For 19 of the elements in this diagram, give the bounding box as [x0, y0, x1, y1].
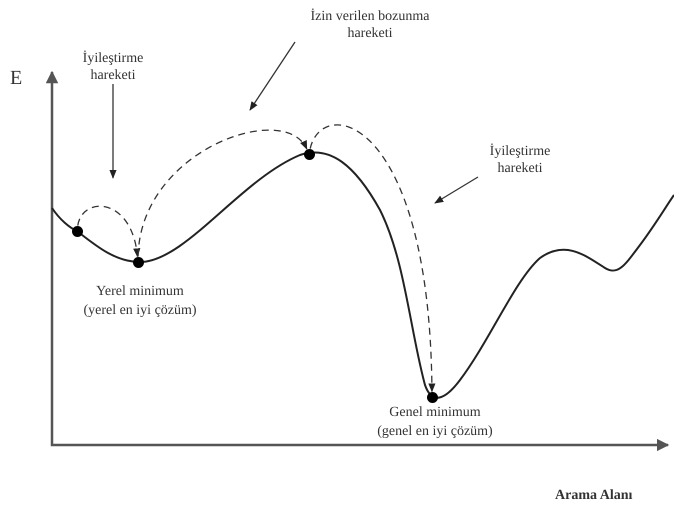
point-marker [72, 226, 82, 236]
annotation-text: İyileştirme hareketi [70, 50, 156, 84]
dashed-arrow [77, 206, 140, 258]
point-marker [426, 392, 438, 402]
axis-label: E [10, 67, 22, 90]
arrow [249, 42, 296, 111]
annotation-text: İzin verilen bozunma hareketi [295, 8, 445, 42]
point-description: (genel en iyi çözüm) [376, 423, 494, 441]
point-marker [132, 256, 144, 268]
point-description: (yerel en iyi çözüm) [82, 302, 198, 320]
axis-label: Arama Alanı [555, 488, 632, 504]
arrow [434, 176, 478, 204]
arrow [109, 84, 117, 179]
point-marker [304, 148, 314, 160]
dashed-arrow [137, 130, 308, 257]
annotation-text: İyileştirme hareketi [478, 143, 562, 177]
point-label: Genel minimum [388, 404, 482, 422]
dashed-arrow [310, 124, 436, 392]
point-label: Yerel minimum [95, 283, 185, 301]
